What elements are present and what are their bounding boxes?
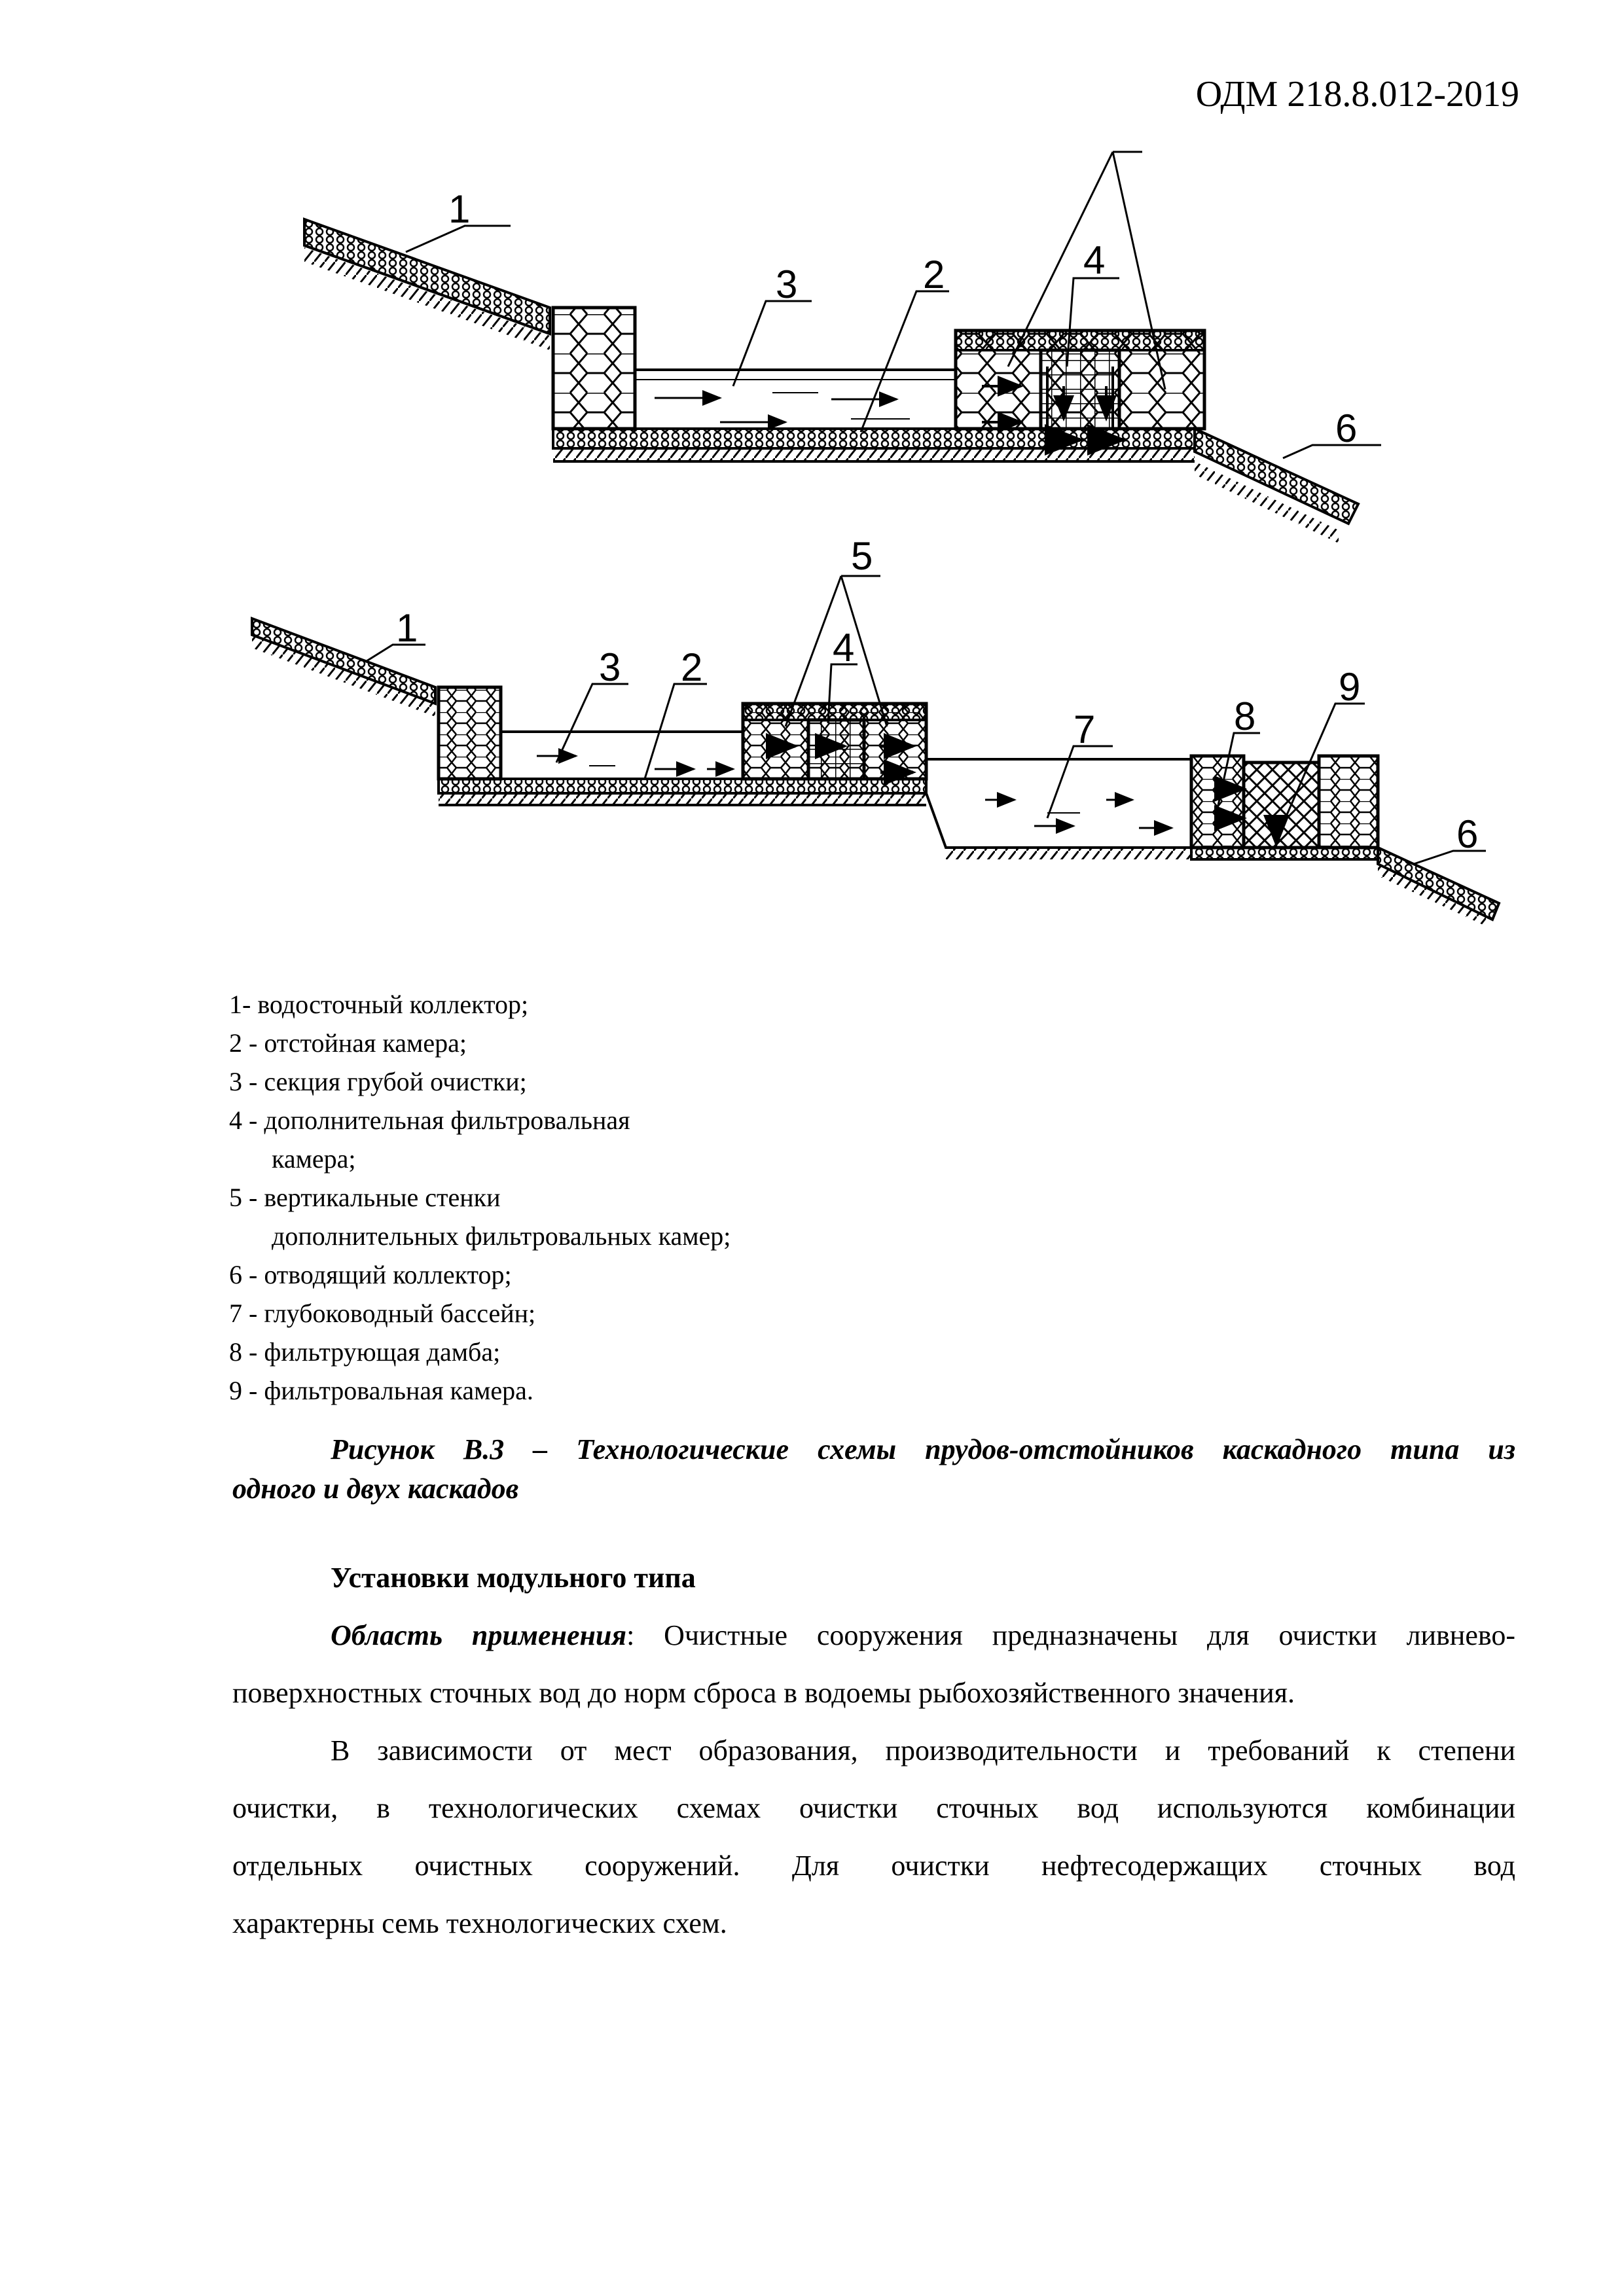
bottom-label-2: 2	[681, 645, 702, 689]
section-heading: Установки модульного типа	[331, 1562, 696, 1594]
legend-item: 1- водосточный коллектор;	[229, 990, 529, 1019]
legend-item: 6 - отводящий коллектор;	[229, 1260, 512, 1289]
figure-legend: 1- водосточный коллектор; 2 - отстойная …	[229, 985, 731, 1410]
bottom-label-7: 7	[1074, 708, 1095, 751]
bottom-label-4: 4	[833, 626, 854, 670]
paragraph-line: поверхностных сточных вод до норм сброса…	[232, 1677, 1295, 1709]
figure-cascade-schemes: 1 3 2 4 6	[251, 151, 1501, 926]
legend-item: 9 - фильтровальная камера.	[229, 1376, 533, 1405]
bottom-label-1: 1	[396, 606, 418, 650]
legend-item: 3 - секция грубой очистки;	[229, 1067, 527, 1096]
legend-item-continuation: дополнительных фильтровальных камер;	[272, 1221, 731, 1251]
paragraph-line: Область применения: Очистные сооружения …	[232, 1607, 1515, 1664]
bottom-diagram: 5 1 3 2 4 7 8 9 6	[251, 534, 1501, 926]
document-code: ОДМ 218.8.012-2019	[1195, 74, 1519, 115]
figure-caption: Рисунок В.3 – Технологические схемы пруд…	[232, 1430, 1515, 1509]
scope-label: Область применения	[331, 1619, 627, 1651]
legend-item: 2 - отстойная камера;	[229, 1028, 467, 1058]
legend-item: 7 - глубоководный бассейн;	[229, 1299, 536, 1328]
bottom-label-6: 6	[1456, 812, 1478, 856]
top-label-3: 3	[776, 262, 797, 306]
paragraph-line: отдельных очистных сооружений. Для очист…	[232, 1850, 1515, 1882]
top-label-1: 1	[448, 187, 470, 231]
body-text: Область применения: Очистные сооружения …	[232, 1607, 1515, 1952]
top-label-4: 4	[1083, 238, 1105, 282]
paragraph-scope: Область применения: Очистные сооружения …	[232, 1607, 1515, 1722]
caption-line-1: Рисунок В.3 – Технологические схемы пруд…	[331, 1433, 1515, 1465]
bottom-label-9: 9	[1339, 665, 1360, 709]
bottom-label-5: 5	[851, 534, 873, 578]
bottom-label-3: 3	[599, 645, 621, 689]
paragraph-line: очистки, в технологических схемах очистк…	[232, 1792, 1515, 1824]
paragraph-schemes: В зависимости от мест образования, произ…	[232, 1722, 1515, 1952]
top-label-2: 2	[923, 253, 945, 296]
legend-item: 5 - вертикальные стенки	[229, 1183, 501, 1212]
caption-line-2: одного и двух каскадов	[232, 1473, 519, 1505]
top-label-6: 6	[1335, 406, 1357, 450]
legend-item: 4 - дополнительная фильтровальная	[229, 1105, 630, 1135]
paragraph-line: В зависимости от мест образования, произ…	[331, 1734, 1515, 1767]
top-diagram: 1 3 2 4 6	[303, 151, 1381, 543]
paragraph-line: характерны семь технологических схем.	[232, 1907, 727, 1939]
legend-item: 8 - фильтрующая дамба;	[229, 1337, 501, 1367]
legend-item-continuation: камера;	[272, 1144, 356, 1174]
scope-text: : Очистные сооружения предназначены для …	[626, 1619, 1516, 1651]
bottom-label-8: 8	[1234, 694, 1255, 738]
